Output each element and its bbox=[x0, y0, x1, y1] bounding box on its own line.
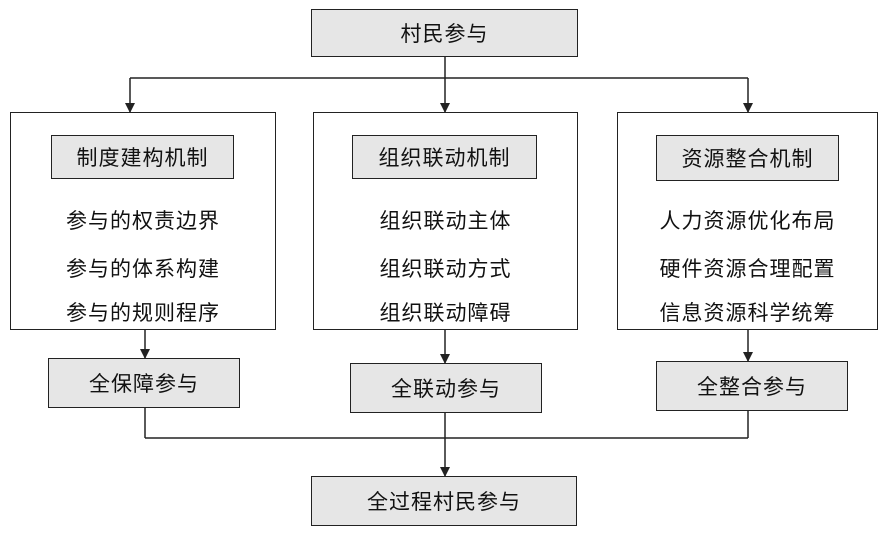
mechanism-item: 信息资源科学统筹 bbox=[659, 301, 836, 325]
outcome-node-2: 全联动参与 bbox=[350, 363, 542, 413]
mechanism-item: 参与的权责边界 bbox=[66, 209, 220, 233]
top-node: 村民参与 bbox=[311, 9, 578, 57]
mechanism-item: 组织联动方式 bbox=[379, 257, 512, 281]
outcome-node-1: 全保障参与 bbox=[48, 358, 240, 408]
outcome-node-3: 全整合参与 bbox=[656, 361, 848, 411]
mechanism-title-3: 资源整合机制 bbox=[656, 135, 839, 181]
mechanism-panel-3: 资源整合机制 人力资源优化布局 硬件资源合理配置 信息资源科学统筹 bbox=[617, 112, 878, 330]
mechanism-panel-2: 组织联动机制 组织联动主体 组织联动方式 组织联动障碍 bbox=[313, 112, 578, 330]
mechanism-panel-1: 制度建构机制 参与的权责边界 参与的体系构建 参与的规则程序 bbox=[10, 112, 276, 330]
mechanism-item: 人力资源优化布局 bbox=[659, 209, 836, 233]
mechanism-item: 硬件资源合理配置 bbox=[659, 257, 836, 281]
mechanism-title-1: 制度建构机制 bbox=[51, 135, 234, 179]
mechanism-item: 组织联动障碍 bbox=[379, 301, 512, 325]
mechanism-item: 组织联动主体 bbox=[379, 209, 512, 233]
mechanism-title-2: 组织联动机制 bbox=[352, 135, 537, 179]
mechanism-item: 参与的规则程序 bbox=[66, 301, 220, 325]
mechanism-item: 参与的体系构建 bbox=[66, 257, 220, 281]
bottom-node: 全过程村民参与 bbox=[311, 476, 577, 526]
